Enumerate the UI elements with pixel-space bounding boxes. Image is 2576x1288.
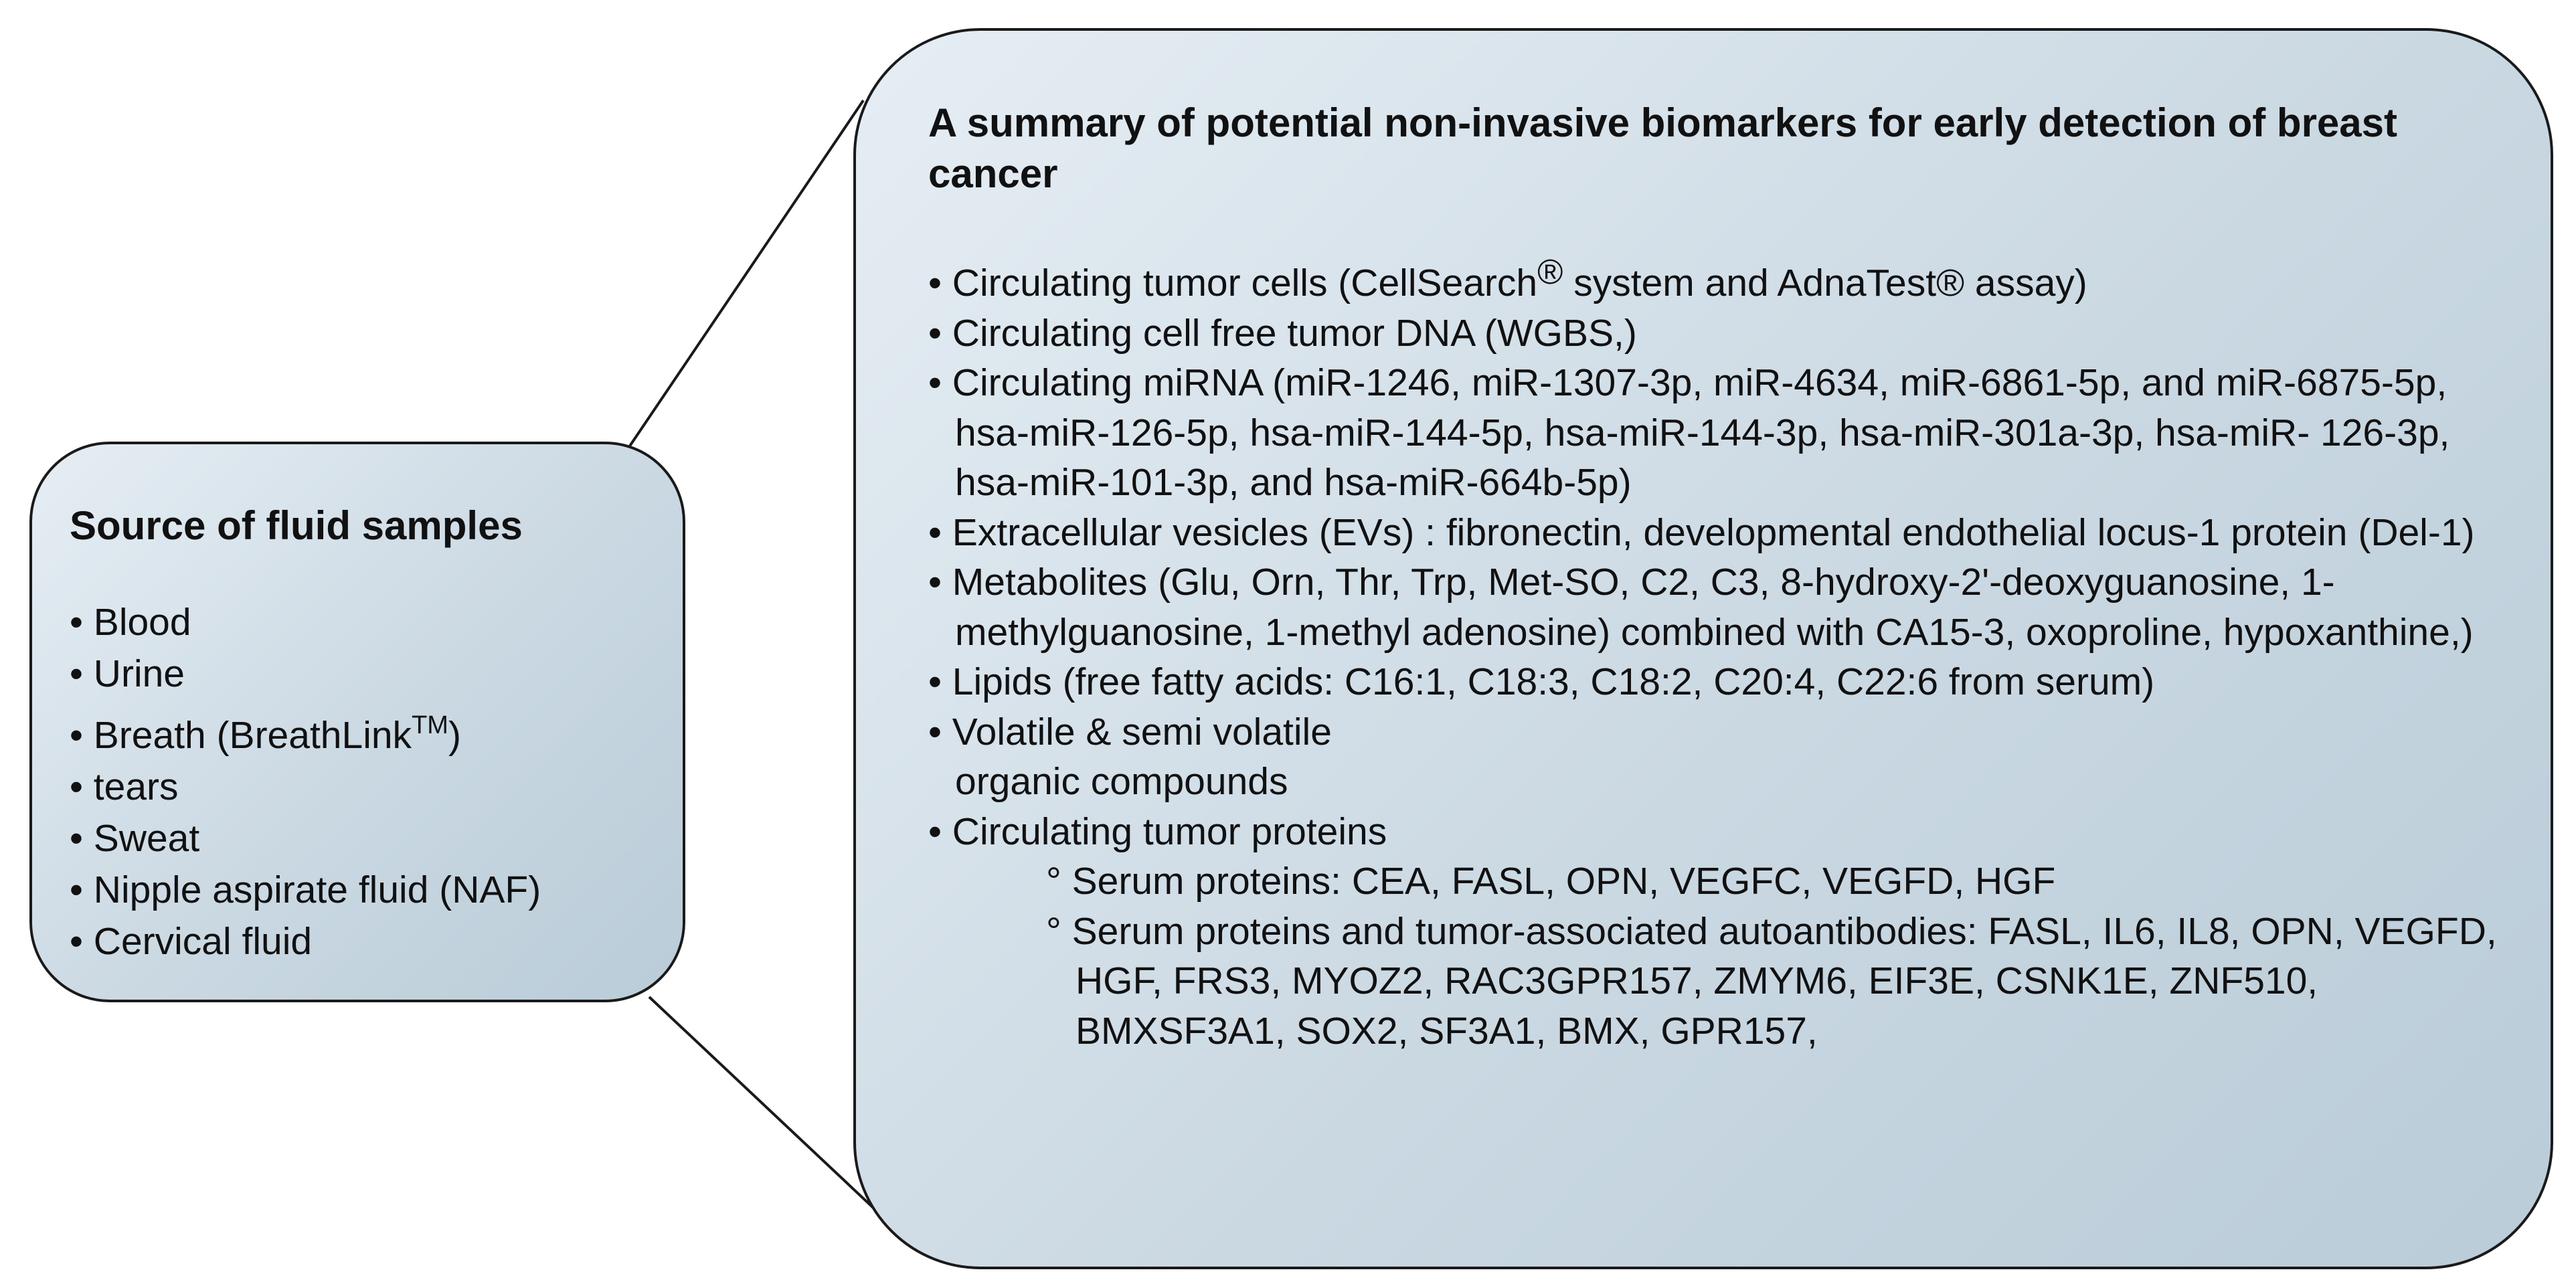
fluid-source-item: tears bbox=[70, 761, 656, 813]
biomarker-item: Circulating tumor cells (CellSearch® sys… bbox=[928, 248, 2510, 308]
fluid-source-item: Cervical fluid bbox=[70, 916, 656, 968]
fluid-source-item: Nipple aspirate fluid (NAF) bbox=[70, 864, 656, 916]
biomarker-item: Circulating tumor proteins Serum protein… bbox=[928, 807, 2510, 1056]
registered-mark: ® bbox=[1537, 253, 1563, 292]
biomarker-list: Circulating tumor cells (CellSearch® sys… bbox=[928, 248, 2510, 1056]
trademark-superscript: TM bbox=[412, 711, 448, 739]
biomarker-summary-box: A summary of potential non-invasive biom… bbox=[853, 28, 2553, 1269]
source-box-title: Source of fluid samples bbox=[70, 503, 523, 548]
biomarker-item: Extracellular vesicles (EVs) : fibronect… bbox=[928, 508, 2510, 558]
biomarker-item: Metabolites (Glu, Orn, Thr, Trp, Met-SO,… bbox=[928, 557, 2510, 657]
lower-connector-line bbox=[648, 996, 878, 1212]
fluid-source-list: Blood Urine Breath (BreathLinkTM) tears … bbox=[70, 597, 656, 968]
protein-subitem: Serum proteins and tumor-associated auto… bbox=[1046, 907, 2510, 1056]
fluid-source-item: Sweat bbox=[70, 813, 656, 864]
biomarker-item: Circulating miRNA (miR-1246, miR-1307-3p… bbox=[928, 358, 2510, 508]
fluid-source-item: Breath (BreathLinkTM) bbox=[70, 700, 656, 761]
protein-subitem: Serum proteins: CEA, FASL, OPN, VEGFC, V… bbox=[1046, 856, 2510, 907]
fluid-source-item: Blood bbox=[70, 597, 656, 648]
biomarker-item: Lipids (free fatty acids: C16:1, C18:3, … bbox=[928, 657, 2510, 707]
summary-box-title: A summary of potential non-invasive biom… bbox=[928, 100, 2398, 196]
upper-connector-line bbox=[628, 99, 865, 448]
source-of-fluid-samples-box: Source of fluid samples Blood Urine Brea… bbox=[29, 442, 685, 1002]
fluid-source-item: Urine bbox=[70, 648, 656, 700]
biomarker-item: Circulating cell free tumor DNA (WGBS,) bbox=[928, 308, 2510, 359]
protein-sublist: Serum proteins: CEA, FASL, OPN, VEGFC, V… bbox=[955, 856, 2510, 1056]
